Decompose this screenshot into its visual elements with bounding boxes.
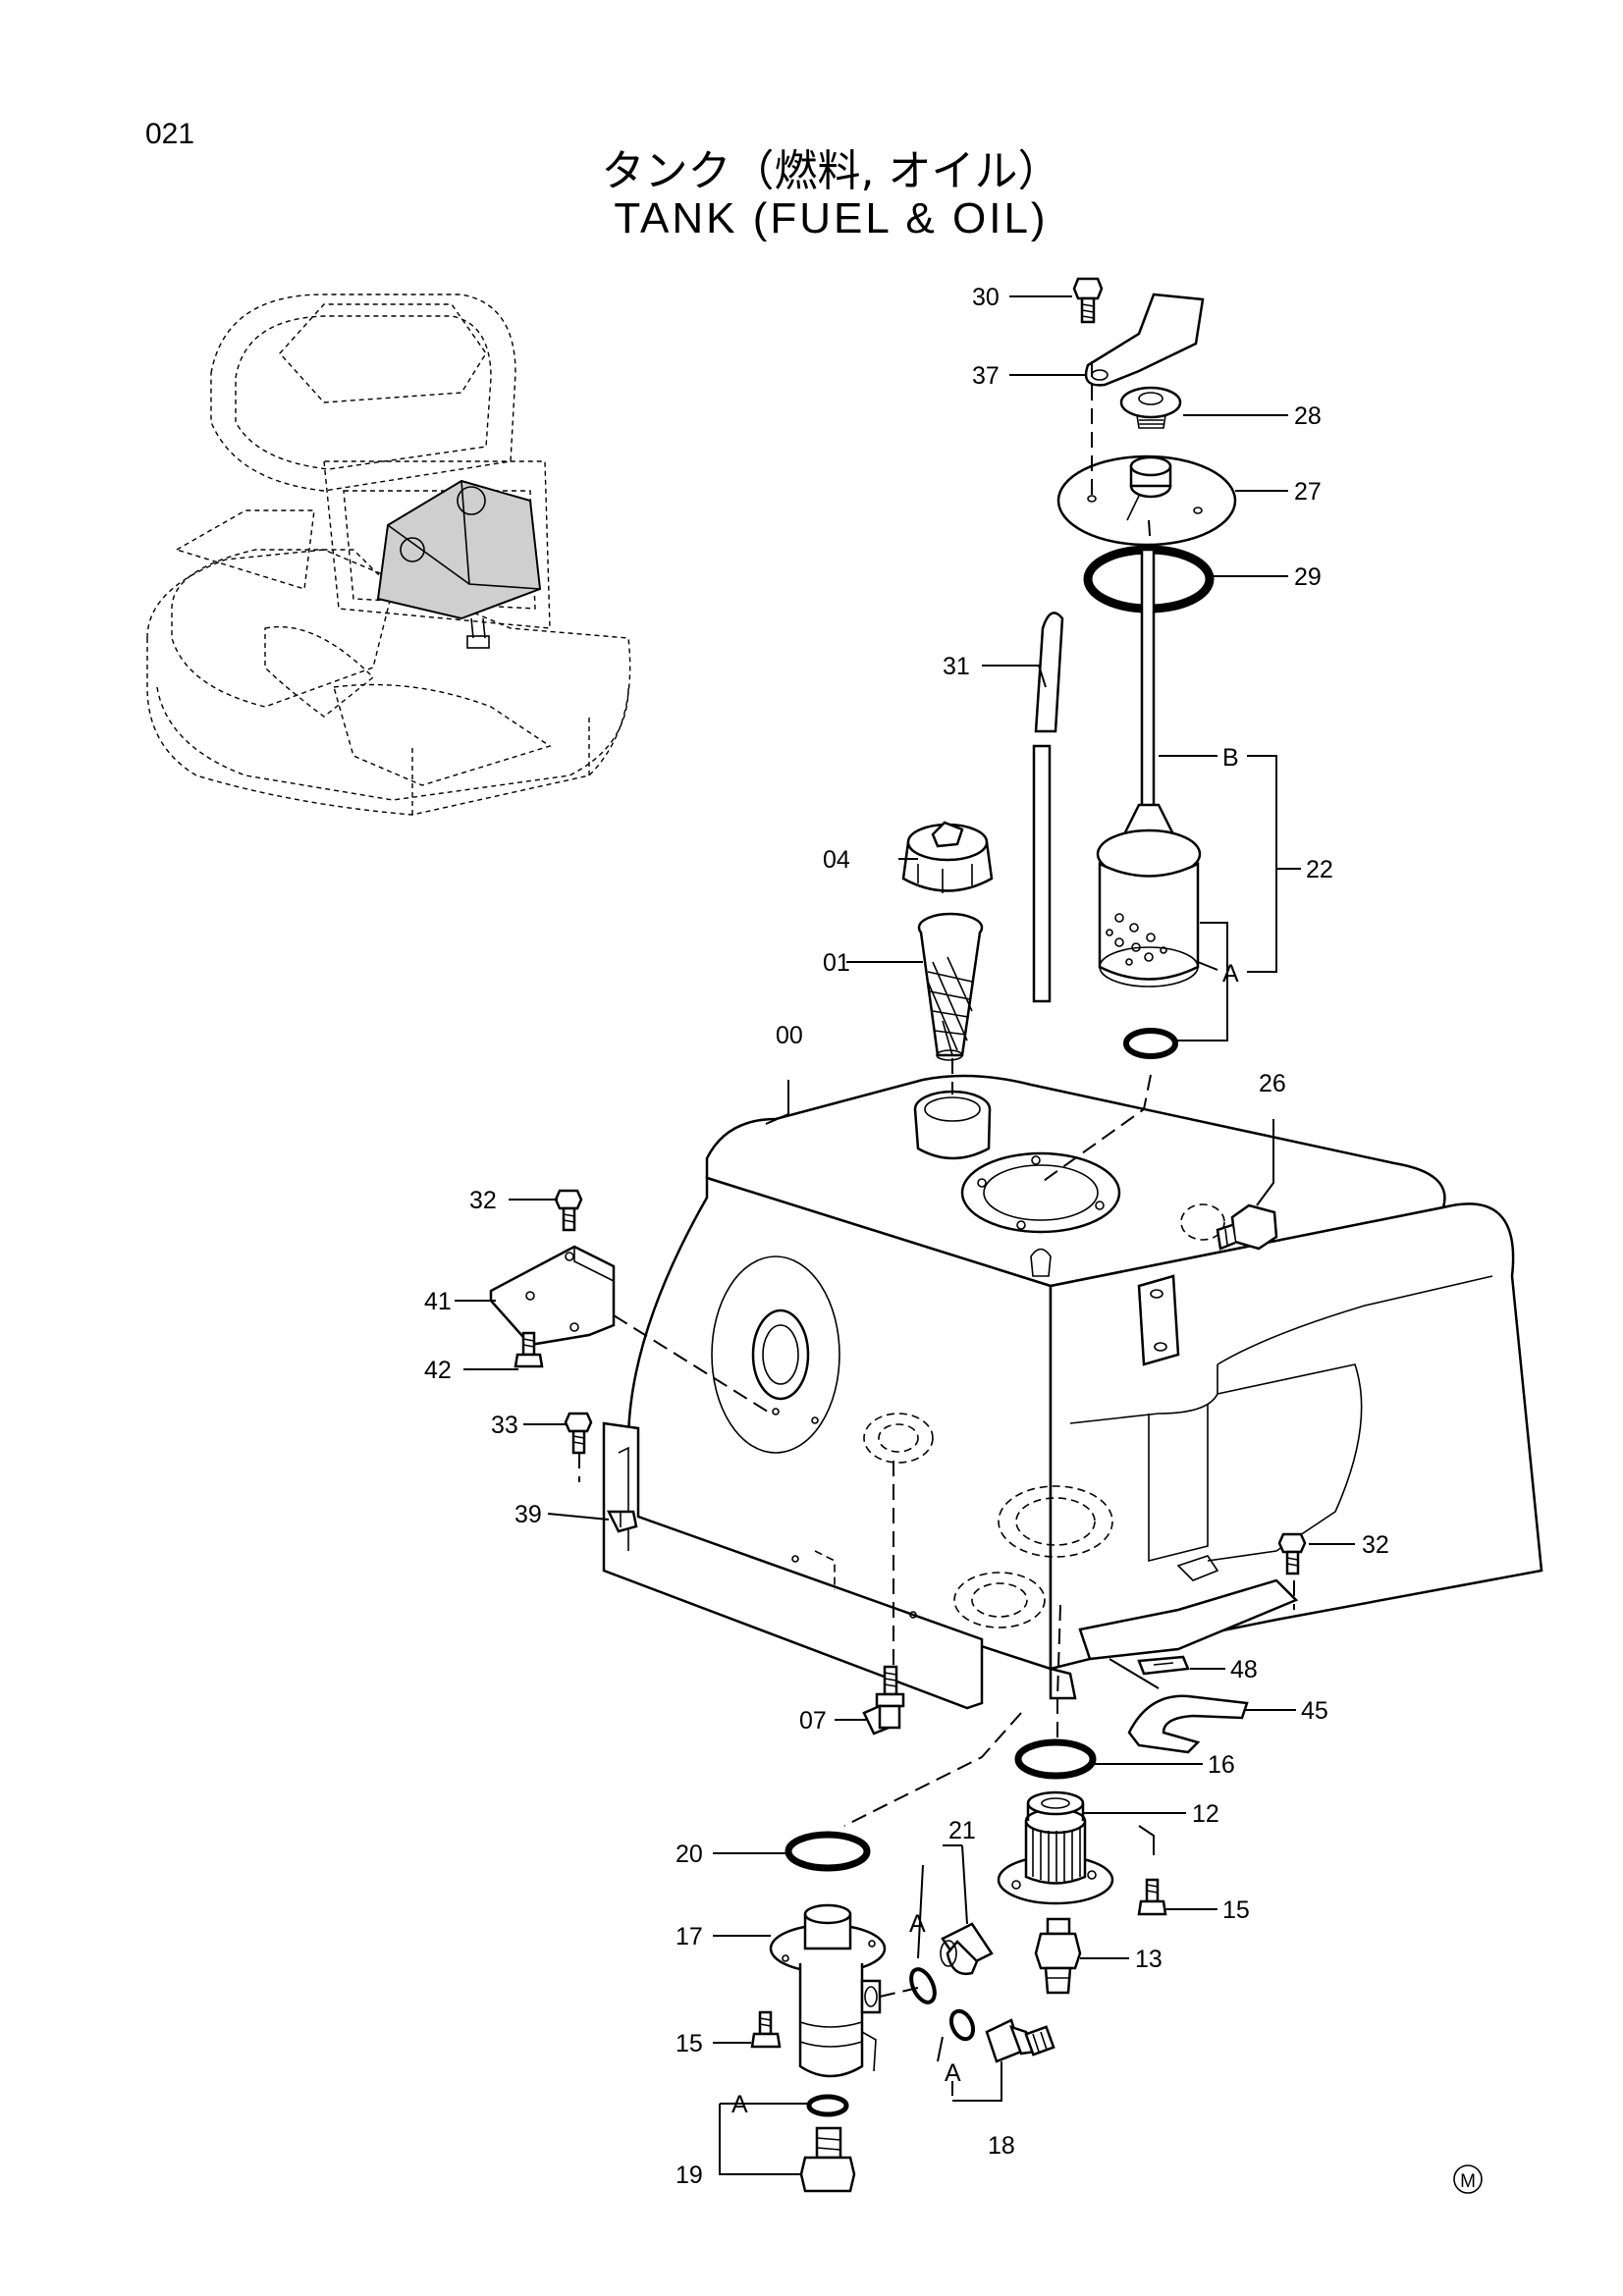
callout-26: 26 — [1259, 1070, 1286, 1097]
part-21-elbow-fitting — [940, 1922, 994, 1976]
callout-32-right: 32 — [1362, 1531, 1389, 1559]
callout-48: 48 — [1230, 1656, 1258, 1683]
part-21-o-ring — [909, 1967, 937, 2004]
callout-32-upper: 32 — [469, 1187, 497, 1214]
callout-29: 29 — [1294, 563, 1322, 591]
callout-15-right: 15 — [1222, 1896, 1250, 1924]
letter-a-fitting-18: A — [945, 2059, 961, 2087]
reference-letters: B A A A A — [731, 744, 1239, 2118]
callout-15-left: 15 — [676, 2030, 703, 2057]
callout-19: 19 — [676, 2162, 703, 2189]
part-31-hose — [1032, 612, 1064, 1003]
callout-17: 17 — [676, 1923, 703, 1950]
part-19-o-ring — [806, 2094, 849, 2117]
callout-01: 01 — [823, 949, 850, 977]
part-12-return-filter — [997, 1790, 1114, 1905]
part-19-plug — [799, 2126, 856, 2193]
letter-a-plug-19: A — [731, 2091, 748, 2118]
part-00-tank-body — [602, 1074, 1543, 1710]
part-30-bolt — [1072, 277, 1104, 324]
part-28-cap — [1119, 386, 1182, 429]
model-mark-letter: M — [1460, 2171, 1476, 2192]
letter-b: B — [1222, 744, 1239, 772]
title-japanese: タンク（燃料, オイル） — [601, 146, 1061, 196]
part-15-bolt-right — [1137, 1878, 1167, 1916]
callout-37: 37 — [972, 362, 1000, 390]
callout-22: 22 — [1306, 856, 1333, 883]
part-39-clip — [606, 1510, 638, 1533]
part-15-bolt-left — [750, 2010, 782, 2049]
part-07-drain-cock — [862, 1665, 905, 1735]
part-37-clamp-plate — [1084, 293, 1205, 387]
callout-33: 33 — [491, 1412, 518, 1439]
part-22-o-ring — [1123, 1028, 1178, 1059]
letter-a-fitting-21: A — [909, 1910, 926, 1938]
part-13-connector — [1034, 1917, 1082, 1995]
callout-18: 18 — [988, 2132, 1015, 2160]
excavator-overview-illustration — [146, 294, 631, 816]
callout-39: 39 — [514, 1501, 542, 1528]
callout-21: 21 — [948, 1817, 976, 1844]
part-18-o-ring — [948, 2008, 976, 2042]
letter-a-strainer: A — [1222, 960, 1239, 988]
part-17-housing — [769, 1903, 887, 2078]
callout-13: 13 — [1135, 1946, 1163, 1973]
title-english: TANK (FUEL & OIL) — [614, 194, 1049, 242]
callout-27: 27 — [1294, 478, 1322, 506]
part-27-cover-plate — [1056, 454, 1237, 547]
page-number: 021 — [145, 118, 195, 150]
callout-28: 28 — [1294, 402, 1322, 430]
callout-04: 04 — [823, 846, 850, 874]
part-45-hose-guide — [1127, 1694, 1249, 1754]
callout-31: 31 — [943, 653, 970, 680]
part-22-suction-strainer — [1096, 548, 1202, 988]
callout-42: 42 — [424, 1357, 452, 1384]
callout-00: 00 — [776, 1022, 803, 1049]
callout-41: 41 — [424, 1288, 452, 1315]
part-41-bracket-plate — [489, 1245, 616, 1347]
callout-45: 45 — [1301, 1697, 1328, 1725]
part-18-connector — [985, 2018, 1055, 2063]
part-26-plug — [1216, 1203, 1278, 1251]
callout-12: 12 — [1192, 1800, 1219, 1828]
callout-30: 30 — [972, 284, 1000, 311]
part-16-o-ring — [1014, 1738, 1097, 1780]
callout-labels: 30 37 28 27 29 31 22 04 01 00 26 32 41 4… — [424, 284, 1389, 2189]
part-32-bolt-upper — [554, 1189, 583, 1232]
part-20-o-ring — [784, 1831, 871, 1872]
callout-07: 07 — [799, 1707, 827, 1735]
part-32-bolt-right — [1277, 1532, 1307, 1575]
part-04-filler-cap — [901, 821, 994, 893]
part-48-shim — [1137, 1655, 1190, 1676]
part-33-bolt — [564, 1412, 593, 1455]
callout-20: 20 — [676, 1841, 703, 1868]
model-mark: M — [1453, 2164, 1483, 2194]
part-01-filler-strainer — [917, 912, 984, 1061]
part-42-bolt — [514, 1331, 544, 1368]
callout-16: 16 — [1208, 1751, 1235, 1779]
overview-tank-highlight — [376, 479, 542, 649]
leader-lines — [455, 295, 1355, 2175]
